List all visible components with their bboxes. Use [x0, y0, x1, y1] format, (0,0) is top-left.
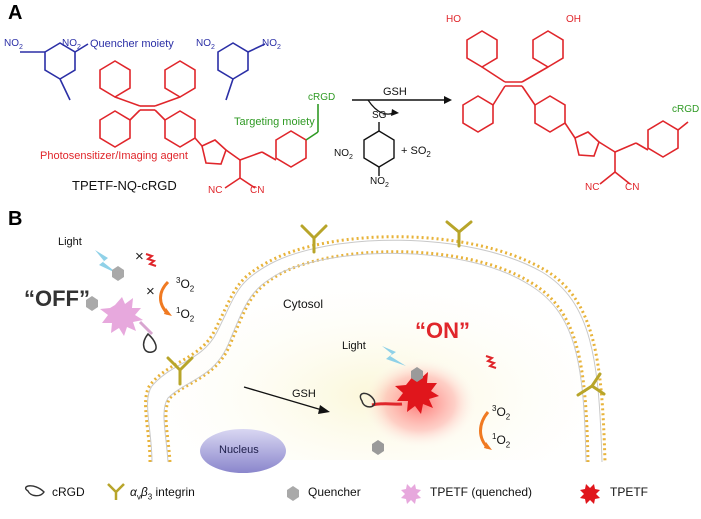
product-phenyl-end: [647, 120, 679, 158]
targeting-phenyl-ring: [275, 130, 307, 168]
nucleus-label: Nucleus: [219, 444, 259, 456]
legend-crgd-icon: [25, 485, 45, 497]
phenyl-ring-ll: [99, 110, 131, 148]
tpetf-active-star: [395, 371, 439, 414]
product-ho-label: HO: [446, 14, 461, 25]
gsh-label: GSH: [292, 388, 316, 400]
compound-name: TPETF-NQ-cRGD: [72, 178, 177, 193]
light-label-right: Light: [342, 340, 366, 352]
product-phenyl-ll: [462, 95, 494, 133]
phenyl-ring-ur: [164, 60, 196, 98]
singlet-o2-right: 1O2: [492, 432, 511, 450]
on-label: “ON”: [415, 318, 470, 343]
quencher-gray-4: [372, 440, 384, 455]
photosensitizer-label: Photosensitizer/Imaging agent: [40, 150, 188, 162]
legend-tpetf-label: TPETF: [610, 485, 648, 499]
quencher-ring-right: [217, 42, 249, 80]
thiophene-ring: [201, 139, 227, 165]
gsh-arrow: [243, 386, 330, 414]
on-probe: [359, 346, 497, 455]
integrin-receptors: [166, 220, 606, 397]
product-thiophene: [574, 131, 600, 157]
cytosol-label: Cytosol: [283, 297, 324, 311]
off-label: “OFF”: [24, 286, 90, 311]
legend-tpetf-icon: [580, 484, 600, 504]
triplet-o2-right: 3O2: [492, 404, 511, 422]
integrin-2: [445, 220, 473, 248]
integrin-1: [300, 224, 328, 254]
product-oh-label: OH: [566, 14, 581, 25]
legend-crgd-label: cRGD: [52, 485, 85, 499]
legend-tpetf-quenched-icon: [401, 484, 421, 504]
gsh-reagent-label: GSH: [383, 86, 407, 98]
quencher-gray-3: [411, 367, 423, 382]
cross-mark-2: ×: [146, 283, 155, 300]
legend-icons: [25, 483, 600, 504]
integrin-4: [166, 356, 194, 386]
quencher-gray-2: [86, 296, 98, 311]
phenyl-ring-ul: [99, 60, 131, 98]
cell-interior: [160, 244, 595, 460]
cn-label-right: CN: [625, 182, 640, 193]
cn-label-left: CN: [250, 185, 265, 196]
no2-label-2: NO2: [62, 38, 81, 51]
light-bolt-left: [95, 250, 118, 274]
panel-a-structures: [20, 30, 689, 189]
no2-label-1: NO2: [4, 38, 23, 51]
tpetf-quenched-star: [100, 297, 143, 336]
product-phenol-left: [466, 30, 498, 68]
no2-label-3: NO2: [196, 38, 215, 51]
legend-quencher-icon: [287, 486, 299, 501]
product-structure: [462, 30, 689, 185]
crgd-loop-off: [142, 332, 157, 353]
singlet-o2-left: 1O2: [176, 306, 195, 324]
legend-quencher-label: Quencher: [308, 485, 361, 499]
legend-integrin-label: αvβ3 integrin: [130, 485, 195, 502]
heat-zigzag-on: [485, 355, 497, 369]
panel-b-letter: B: [8, 208, 23, 230]
legend-integrin-icon: [107, 483, 125, 500]
product-phenol-right: [532, 30, 564, 68]
cross-mark-1: ×: [135, 248, 144, 265]
light-label-left: Light: [58, 236, 82, 248]
left-crgd-label: cRGD: [308, 92, 336, 103]
byproduct-ring: [363, 122, 395, 176]
nc-label-right: NC: [585, 182, 600, 193]
quencher-gray-1: [112, 266, 124, 281]
nc-label-left: NC: [208, 185, 223, 196]
tpe-core: [99, 60, 277, 189]
panel-a-letter: A: [8, 2, 23, 24]
product-crgd-label: cRGD: [672, 104, 700, 115]
cell-membrane: [144, 235, 607, 463]
targeting-moiety-label: Targeting moiety: [234, 116, 315, 128]
quencher-moiety-label: Quencher moiety: [90, 38, 174, 50]
crgd-loop-on: [359, 392, 376, 408]
quencher-ring-left: [44, 42, 76, 80]
integrin-3: [576, 372, 606, 397]
reaction-arrow: [352, 96, 452, 116]
byproduct-no2-bottom: NO2: [370, 176, 389, 189]
triplet-o2-left: 3O2: [176, 276, 195, 294]
no2-label-4: NO2: [262, 38, 281, 51]
quencher-rings: [20, 42, 266, 101]
off-probe: [86, 250, 172, 353]
byproduct-no2-label: NO2: [334, 148, 353, 161]
heat-zigzag-off: [145, 253, 157, 267]
nucleus: [200, 429, 286, 473]
legend-tpetf-quenched-label: TPETF (quenched): [430, 485, 533, 499]
sg-label: SG: [372, 110, 387, 121]
so2-byproduct: + SO2: [401, 145, 431, 160]
